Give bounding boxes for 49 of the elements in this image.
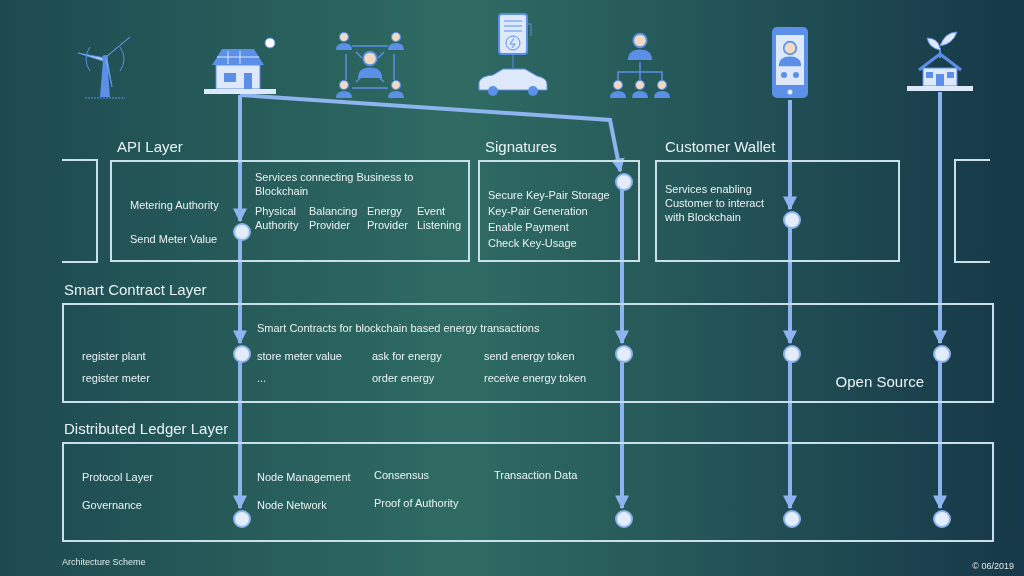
item-label: Node Network xyxy=(257,498,328,512)
item-label: Governance xyxy=(82,498,143,512)
item-label: Check Key-Usage xyxy=(488,236,578,250)
item-label: store meter value xyxy=(257,349,343,363)
arrow xyxy=(615,189,629,345)
item-label: Event Listening xyxy=(417,204,463,232)
item-label: order energy xyxy=(372,371,436,385)
footer-text: © 06/2019 xyxy=(972,560,1014,573)
description-text: Services connecting Business to Blockchain xyxy=(255,170,415,198)
item-label: Key-Pair Generation xyxy=(488,204,589,218)
layer-heading: Signatures xyxy=(485,138,558,156)
arrow xyxy=(783,100,797,211)
layer-heading: Customer Wallet xyxy=(665,138,777,156)
arrow xyxy=(233,239,247,345)
item-label: Metering Authority xyxy=(130,198,220,212)
note-text: Open Source xyxy=(834,373,924,391)
item-label: Balancing Provider xyxy=(309,204,359,232)
item-label: register plant xyxy=(82,349,147,363)
item-label: receive energy token xyxy=(484,371,588,385)
item-label: Proof of Authority xyxy=(374,496,460,510)
layer-heading: API Layer xyxy=(117,138,184,156)
item-label: ... xyxy=(257,371,268,385)
item-label: Secure Key-Pair Storage xyxy=(488,188,611,202)
eco-house-icon xyxy=(905,28,975,92)
item-label: Protocol Layer xyxy=(82,470,154,484)
arrow xyxy=(233,95,247,223)
arrow xyxy=(933,92,947,345)
item-label: send energy token xyxy=(484,349,576,363)
item-label: Enable Payment xyxy=(488,220,570,234)
item-label: register meter xyxy=(82,371,151,385)
arrow xyxy=(933,361,947,510)
item-label: Physical Authority xyxy=(255,204,300,232)
smartphone-icon xyxy=(770,25,810,100)
arrow xyxy=(783,227,797,345)
item-label: Consensus xyxy=(374,468,431,482)
item-label: ask for energy xyxy=(372,349,443,363)
arrow xyxy=(783,361,797,510)
description-text: Services enabling Customer to interact with Blockchain xyxy=(665,182,766,224)
item-label: Send Meter Value xyxy=(130,232,219,246)
item-label: Transaction Data xyxy=(494,468,579,482)
footer-text: Architecture Scheme xyxy=(62,556,146,569)
item-label: Node Management xyxy=(257,470,352,484)
layer-heading: Smart Contract Layer xyxy=(64,281,208,299)
arrow xyxy=(239,93,625,173)
item-label: Energy Provider xyxy=(367,204,409,232)
arrow xyxy=(615,361,629,510)
arrow xyxy=(233,361,247,510)
description-text: Smart Contracts for blockchain based energy transactions xyxy=(257,321,541,335)
layer-heading: Distributed Ledger Layer xyxy=(64,420,230,438)
